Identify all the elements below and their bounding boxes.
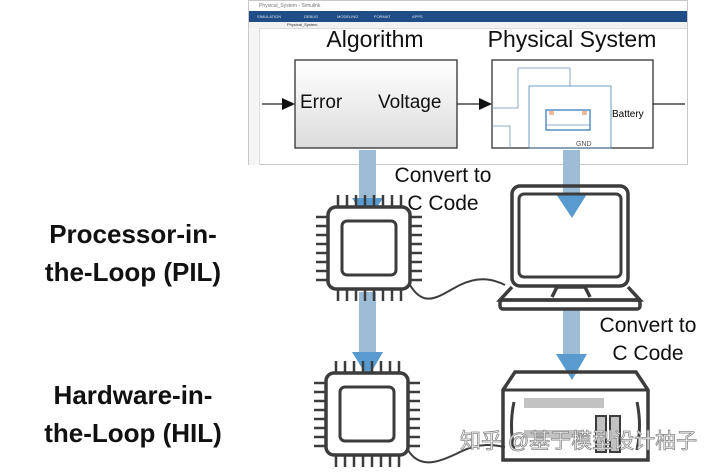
laptop-icon bbox=[496, 184, 644, 311]
arrowhead bbox=[556, 354, 587, 380]
arrowhead bbox=[556, 194, 587, 218]
arrow-laptop-to-rack bbox=[563, 310, 580, 356]
tab-simulation[interactable]: SIMULATION bbox=[257, 14, 282, 19]
pil-line2: the-Loop (PIL) bbox=[44, 257, 222, 287]
left-toolbar bbox=[249, 28, 260, 165]
gnd-label: GND bbox=[576, 141, 592, 148]
tab-modeling[interactable]: MODELING bbox=[337, 14, 359, 19]
physical-system-block[interactable] bbox=[491, 59, 654, 149]
tab-format[interactable]: FORMAT bbox=[374, 14, 391, 19]
window-title: Physical_System - Simulink bbox=[259, 3, 321, 9]
battery-label: Battery bbox=[612, 109, 644, 120]
breadcrumb: Physical_System bbox=[249, 22, 687, 29]
hil-cable bbox=[407, 444, 506, 464]
breadcrumb-item[interactable]: Physical_System bbox=[287, 22, 318, 27]
convert-line2: C Code bbox=[407, 192, 479, 215]
convert-line1: Convert to bbox=[599, 314, 697, 337]
voltage-port-label: Voltage bbox=[378, 92, 442, 113]
algorithm-title: Algorithm bbox=[326, 26, 424, 52]
hil-line1: Hardware-in- bbox=[53, 380, 213, 410]
pil-line1: Processor-in- bbox=[49, 219, 217, 249]
voltage-arrowhead bbox=[479, 98, 492, 110]
tab-apps[interactable]: APPS bbox=[412, 14, 423, 19]
arrowhead bbox=[352, 352, 383, 378]
input-arrowhead bbox=[282, 98, 295, 110]
pil-processor-chip-icon bbox=[316, 195, 422, 301]
pil-label: Processor-in- the-Loop (PIL) bbox=[45, 215, 221, 291]
tab-debug[interactable]: DEBUG bbox=[304, 14, 319, 19]
ribbon: SIMULATION DEBUG MODELING FORMAT APPS bbox=[249, 11, 687, 22]
convert-line2: C Code bbox=[612, 342, 684, 365]
battery-terminal-icon bbox=[549, 111, 554, 115]
chips bbox=[314, 195, 422, 467]
arrow-physical-to-laptop bbox=[563, 150, 580, 196]
battery-subsystem bbox=[492, 67, 612, 149]
physical-system-title: Physical System bbox=[487, 26, 657, 52]
battery-terminal-icon bbox=[582, 111, 587, 115]
watermark: 知乎 @基于模型设计柚子 bbox=[460, 430, 698, 454]
convert-annotation-1: Convert to C Code bbox=[395, 162, 492, 218]
hil-label: Hardware-in- the-Loop (HIL) bbox=[44, 376, 222, 452]
hil-processor-chip-icon bbox=[314, 361, 420, 467]
error-port-label: Error bbox=[300, 92, 343, 113]
pil-cable bbox=[409, 278, 506, 300]
algorithm-block[interactable] bbox=[294, 59, 458, 149]
hil-rack-icon bbox=[501, 370, 650, 462]
arrow-chip-to-chip bbox=[359, 292, 376, 354]
convert-line1: Convert to bbox=[394, 164, 492, 187]
hil-line2: the-Loop (HIL) bbox=[44, 418, 222, 448]
arrow-algorithm-to-chip bbox=[359, 150, 376, 200]
convert-annotation-2: Convert to C Code bbox=[600, 312, 697, 368]
